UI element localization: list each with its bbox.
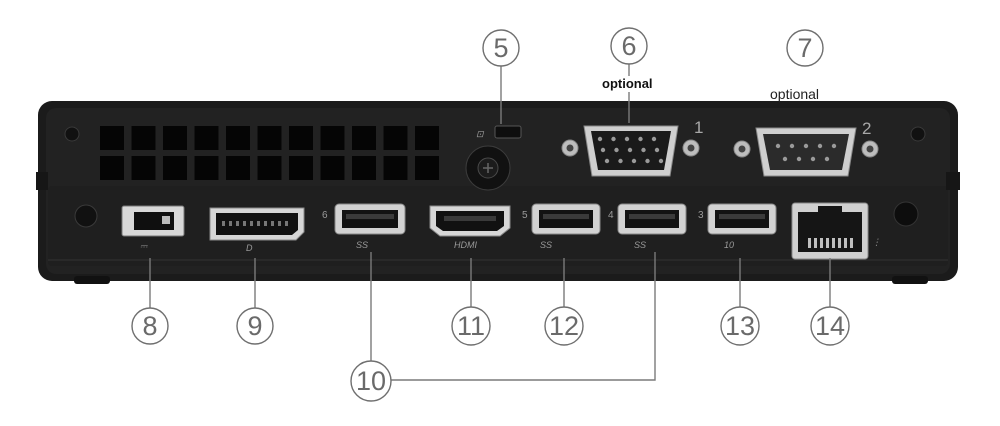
svg-text:9: 9 <box>247 311 262 341</box>
screw-icon <box>64 126 80 142</box>
hdmi-port[interactable] <box>429 205 511 237</box>
dc-in-icon: ⎓ <box>140 241 148 251</box>
callout-leaders <box>149 64 831 381</box>
callout-12: 12 <box>544 306 584 346</box>
svg-text:7: 7 <box>797 33 812 63</box>
callout-11: 11 <box>451 306 491 346</box>
svg-text:8: 8 <box>142 311 157 341</box>
svg-text:6: 6 <box>621 31 636 61</box>
usb-ss-label: SS <box>634 240 646 250</box>
callout-6: 6 <box>610 27 648 65</box>
callout-7: 7 <box>786 29 824 67</box>
svg-text:5: 5 <box>493 33 508 63</box>
port-number-label: 4 <box>608 210 614 221</box>
usb-port-6[interactable] <box>334 203 406 235</box>
serial-port[interactable] <box>733 127 879 177</box>
callout-14: 14 <box>810 306 850 346</box>
callout-9: 9 <box>236 307 274 345</box>
usb-port-5[interactable] <box>531 203 601 235</box>
callout-13: 13 <box>720 306 760 346</box>
callout-10: 10 <box>350 360 392 402</box>
port-number-label: 1 <box>694 118 703 137</box>
svg-text:11: 11 <box>457 311 485 341</box>
port-number-label: 6 <box>322 210 328 221</box>
network-icon: ⋮ <box>872 237 881 247</box>
usb-ss-label: SS <box>540 240 552 250</box>
ethernet-port[interactable]: ⋮ <box>791 202 881 260</box>
optional-label-serial: optional <box>770 86 819 102</box>
usb-port-4[interactable] <box>617 203 687 235</box>
callout-8: 8 <box>131 307 169 345</box>
antenna-cover <box>893 201 919 227</box>
dc-in-port[interactable]: ⎓ <box>121 205 185 251</box>
usb-ss-label: SS <box>356 240 368 250</box>
callout-5: 5 <box>482 29 520 67</box>
svg-text:14: 14 <box>815 311 845 341</box>
usb-port-3[interactable] <box>707 203 777 235</box>
hdmi-label: HDMI <box>454 240 477 250</box>
svg-text:⊡: ⊡ <box>476 129 485 139</box>
security-lock-slot[interactable]: ⊡ <box>476 125 522 139</box>
thumbscrew-icon <box>465 145 511 191</box>
optional-label-vga: optional <box>602 76 653 91</box>
screw-icon <box>910 126 926 142</box>
svg-text:13: 13 <box>725 311 755 341</box>
vent-grille <box>100 126 439 180</box>
svg-text:10: 10 <box>356 366 386 396</box>
svg-text:12: 12 <box>549 311 579 341</box>
port-number-label: 5 <box>522 210 528 221</box>
vga-port[interactable] <box>561 125 700 177</box>
port-number-label: 2 <box>862 119 871 138</box>
displayport-icon: D <box>246 243 253 253</box>
usb-10-label: 10 <box>724 240 734 250</box>
power-button[interactable] <box>74 204 98 228</box>
displayport-port[interactable]: D <box>209 207 305 253</box>
port-number-label: 3 <box>698 210 704 221</box>
